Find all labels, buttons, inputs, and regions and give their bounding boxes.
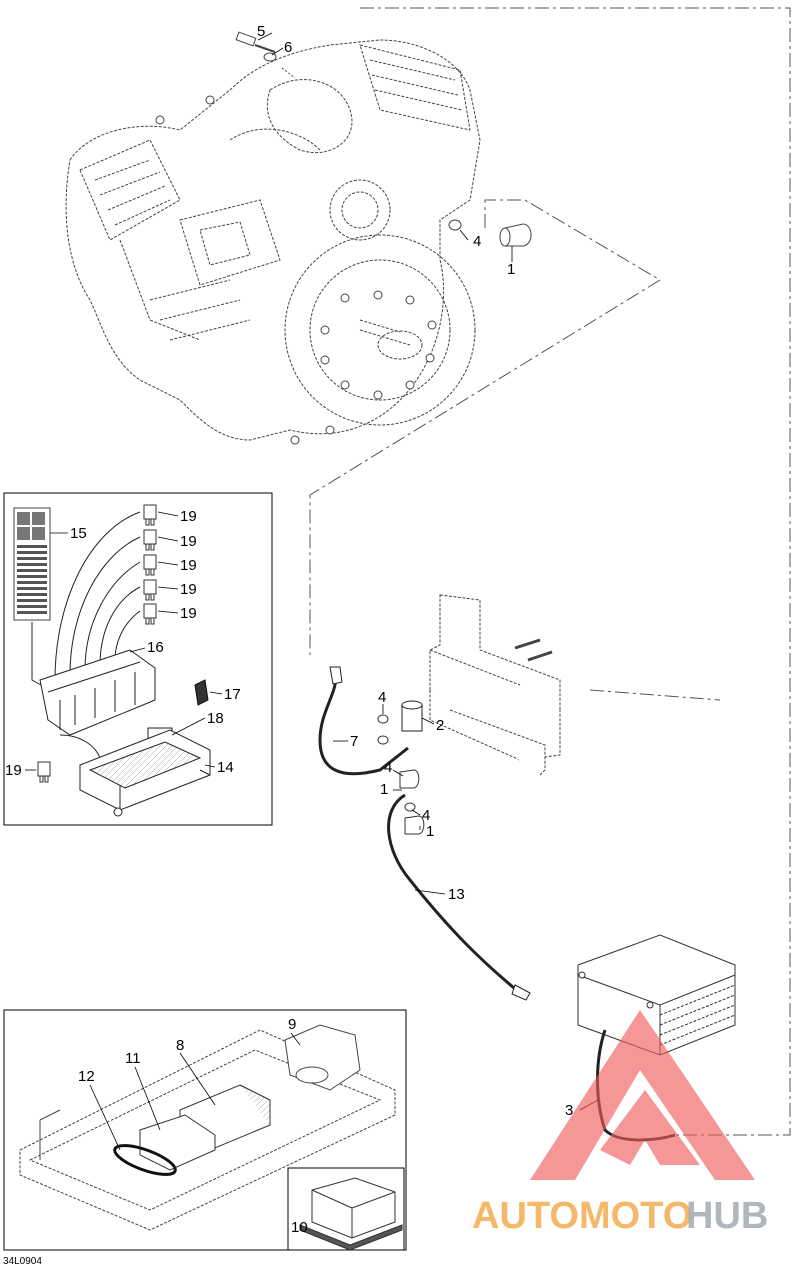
callout-2: 2 xyxy=(436,717,444,734)
callout-19-f: 19 xyxy=(5,762,22,779)
solenoid-part-2 xyxy=(401,700,423,732)
bracket-bolts xyxy=(514,638,553,662)
callout-1-lower: 1 xyxy=(426,823,434,840)
callout-1-engine: 1 xyxy=(507,261,515,278)
callout-19-d: 19 xyxy=(180,581,197,598)
washer-part-6 xyxy=(263,52,277,62)
callout-19-c: 19 xyxy=(180,557,197,574)
callout-19-e: 19 xyxy=(180,605,197,622)
watermark-text-hub: HUB xyxy=(686,1195,768,1237)
callout-3: 3 xyxy=(565,1102,573,1119)
figure-code: 34L0904 xyxy=(3,1256,42,1267)
callout-4-middle: 4 xyxy=(384,759,392,776)
engine-illustration xyxy=(65,39,481,441)
fuse-box-inset xyxy=(3,492,273,826)
callout-12: 12 xyxy=(78,1068,95,1085)
callout-6: 6 xyxy=(284,39,292,56)
callout-labels: 5 6 4 1 15 19 19 19 19 19 16 17 18 14 19… xyxy=(5,23,573,1236)
battery xyxy=(577,934,736,1056)
callout-4-engine: 4 xyxy=(473,233,481,250)
callout-8: 8 xyxy=(176,1037,184,1054)
callout-15: 15 xyxy=(70,525,87,542)
callout-5: 5 xyxy=(257,23,265,40)
leader-lines xyxy=(25,32,599,1151)
bolt-part-5 xyxy=(235,31,276,53)
callout-7: 7 xyxy=(350,733,358,750)
callout-19-b: 19 xyxy=(180,533,197,550)
callout-11: 11 xyxy=(125,1050,141,1067)
terminal-cap-part-1-top xyxy=(499,223,532,247)
callout-4-solenoid-top: 4 xyxy=(378,689,386,706)
callout-17: 17 xyxy=(224,686,241,703)
callout-4-lower: 4 xyxy=(422,807,430,824)
callout-16: 16 xyxy=(147,639,164,656)
bracket-assembly xyxy=(429,594,561,776)
routing-lines xyxy=(309,7,791,1136)
callout-19-a: 19 xyxy=(180,508,197,525)
cable-part-7 xyxy=(318,671,409,776)
callout-13: 13 xyxy=(448,886,465,903)
nut-part-4-top xyxy=(448,219,462,231)
callout-10: 10 xyxy=(291,1219,308,1236)
callout-18: 18 xyxy=(207,710,224,727)
battery-tray-inset xyxy=(3,1009,407,1251)
callout-14: 14 xyxy=(217,759,234,776)
callout-9: 9 xyxy=(288,1016,296,1033)
cable-part-13 xyxy=(387,793,521,995)
watermark-text-automoto: AUTOMOTO xyxy=(472,1195,692,1237)
engine-bolts xyxy=(155,95,437,445)
automotohub-watermark-logo: AUTOMOTO HUB xyxy=(472,1010,768,1237)
callout-1-middle: 1 xyxy=(380,781,388,798)
terminal-caps-part-1 xyxy=(399,769,425,835)
